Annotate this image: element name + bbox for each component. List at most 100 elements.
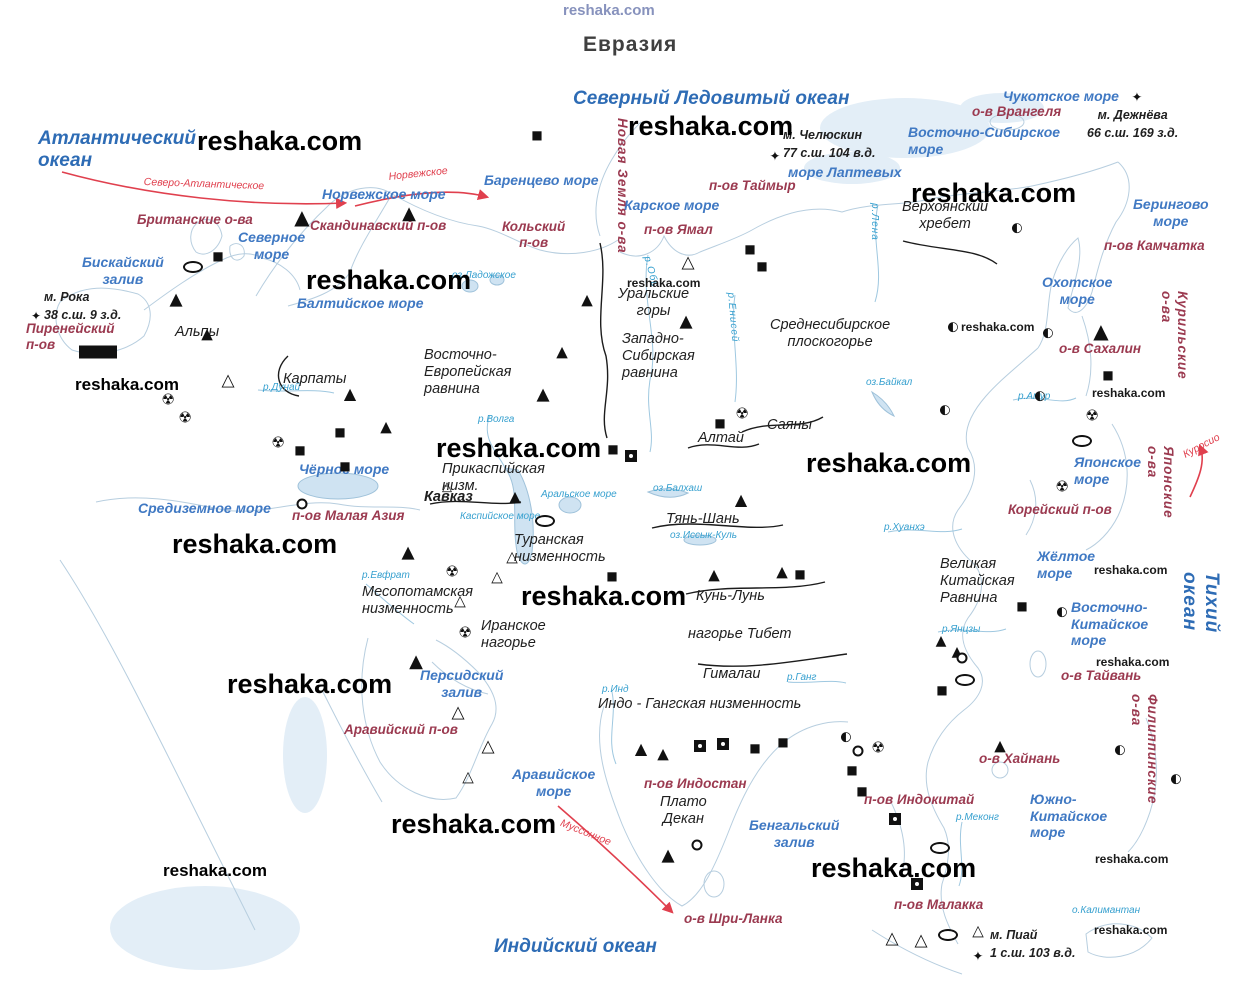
mineral-deposit-symbol: ■	[744, 242, 756, 256]
mountain-range-lines	[277, 240, 998, 667]
current-label: Северо-Атлантическое	[143, 176, 265, 193]
current-label: Муссонное	[558, 817, 613, 849]
cape-label: м. Дежнёва 66 с.ш. 169 з.д.	[1087, 108, 1179, 140]
mineral-deposit-symbol: ■	[749, 741, 761, 755]
mountain-symbol: ▲	[776, 562, 788, 581]
mineral-deposit-symbol: ■	[846, 763, 858, 777]
mountain-symbol: ▲	[679, 311, 693, 332]
land-label: Курильские о-ва	[1159, 291, 1190, 380]
relief-label: Плато Декан	[660, 794, 707, 828]
land-label: о-в Шри-Ланка	[684, 911, 783, 926]
current-label: Куросио	[1181, 431, 1222, 461]
mountain-symbol: ▲	[734, 490, 748, 509]
volcano-symbol: △	[681, 252, 695, 273]
land-label: о-в Хайнань	[979, 751, 1061, 766]
mineral-deposit-symbol: ■	[607, 442, 619, 456]
mountain-symbol: ▲	[994, 736, 1006, 755]
coal-bar-symbol	[79, 345, 117, 359]
land-label: о-в Сахалин	[1059, 341, 1142, 356]
mineral-deposit-dot-symbol	[717, 738, 729, 750]
uranium-deposit-symbol: ☢	[178, 408, 192, 427]
sea-label: Восточно- Китайское море	[1071, 599, 1149, 649]
land-label: Корейский п-ов	[1008, 502, 1112, 517]
volcano-symbol: △	[462, 767, 474, 786]
ore-deposit-symbol: ◐	[947, 319, 959, 335]
land-label: п-ов Индостан	[644, 776, 747, 791]
ore-deposit-symbol: ◐	[1170, 771, 1182, 787]
water-shading	[110, 93, 1044, 970]
oil-field-symbol	[938, 929, 958, 941]
current-arrows	[61, 171, 1209, 914]
ore-deposit-symbol: ◐	[1034, 388, 1046, 404]
land-label: Скандинавский п-ов	[310, 218, 447, 233]
water-sm-label: р.Евфрат	[362, 570, 410, 581]
relief-label: Саяны	[767, 417, 813, 433]
watermark: reshaka.com	[627, 276, 701, 290]
water-sm-label: р.Ганг	[787, 672, 817, 683]
relief-label: Альпы	[175, 324, 220, 340]
relief-label: нагорье Тибет	[688, 626, 792, 642]
mineral-deposit-symbol: ■	[1102, 368, 1114, 382]
water-sm-label: оз.Ладожское	[452, 270, 516, 281]
sea-label: Чёрное море	[299, 461, 390, 477]
volcano-symbol: △	[442, 479, 452, 495]
mineral-deposit-symbol: ■	[756, 259, 768, 273]
ore-deposit-symbol: ◐	[939, 402, 951, 418]
ocean-label: Северный Ледовитый океан	[573, 88, 850, 109]
volcano-symbol: △	[885, 928, 899, 949]
ore-deposit-symbol: ◐	[1011, 220, 1023, 236]
sea-label: Средиземное море	[138, 500, 271, 516]
sea-label: Северное море	[238, 229, 306, 262]
mineral-deposit-dot-symbol	[694, 740, 706, 752]
oil-field-symbol	[535, 515, 555, 527]
mineral-deposit-symbol: ■	[777, 735, 789, 749]
volcano-symbol: △	[454, 591, 466, 610]
watermark: reshaka.com	[806, 448, 972, 478]
land-label: Пиренейский п-ов	[26, 321, 115, 352]
land-label: Аравийский п-ов	[344, 722, 458, 737]
sea-label: Баренцево море	[484, 172, 599, 188]
uranium-deposit-symbol: ☢	[1055, 477, 1069, 496]
mountain-symbol: ▲	[201, 324, 213, 343]
ocean-label: Атлантический океан	[38, 128, 197, 172]
oil-field-symbol	[955, 674, 975, 686]
watermark: reshaka.com	[1092, 386, 1166, 400]
lake-shapes	[297, 274, 896, 565]
volcano-symbol: △	[972, 921, 984, 940]
cape-label: м. Рока 38 с.ш. 9 з.д.	[44, 290, 122, 322]
land-label: Кольский п-ов	[502, 219, 566, 250]
relief-label: Иранское нагорье	[481, 618, 546, 652]
sea-label: Японское море	[1074, 454, 1141, 487]
ore-deposit-symbol: ◐	[840, 729, 852, 745]
land-label: Японские о-ва	[1145, 446, 1176, 519]
ore-deposit-symbol: ◐	[1056, 604, 1068, 620]
uranium-deposit-symbol: ☢	[271, 433, 285, 452]
mineral-deposit-dot-symbol	[625, 450, 637, 462]
watermark: reshaka.com	[227, 669, 393, 699]
mountain-symbol: ▲	[1093, 319, 1109, 343]
water-sm-label: р.Инд	[602, 684, 629, 695]
mountain-symbol: ▲	[509, 487, 521, 506]
relief-label: Гималаи	[703, 666, 761, 682]
relief-label: Кунь-Лунь	[696, 588, 765, 604]
cape-star-icon: ✦	[972, 949, 984, 965]
sea-label: Чукотское море	[1003, 88, 1119, 104]
sea-label: Бискайский залив	[82, 254, 164, 287]
water-sm-label: р.Волга	[478, 414, 515, 425]
cape-star-icon: ✦	[769, 149, 781, 165]
volcano-symbol: △	[914, 930, 928, 951]
sea-label: Карское море	[624, 197, 720, 213]
watermark: reshaka.com	[811, 853, 977, 883]
sea-label: Балтийское море	[297, 295, 424, 311]
ocean-label: Индийский океан	[494, 936, 657, 957]
oil-circle-symbol	[956, 652, 968, 664]
oil-circle-symbol	[852, 745, 864, 757]
watermark: reshaka.com	[911, 178, 1077, 208]
mountain-symbol: ▲	[951, 644, 963, 660]
watermark: reshaka.com	[306, 265, 472, 295]
mineral-deposit-symbol: ■	[856, 784, 868, 798]
sea-label: Аравийское море	[512, 766, 596, 799]
ocean-label: Тихий океан	[1178, 572, 1222, 634]
water-sm-label: р.Лена	[869, 203, 880, 241]
watermark: reshaka.com	[521, 581, 687, 611]
